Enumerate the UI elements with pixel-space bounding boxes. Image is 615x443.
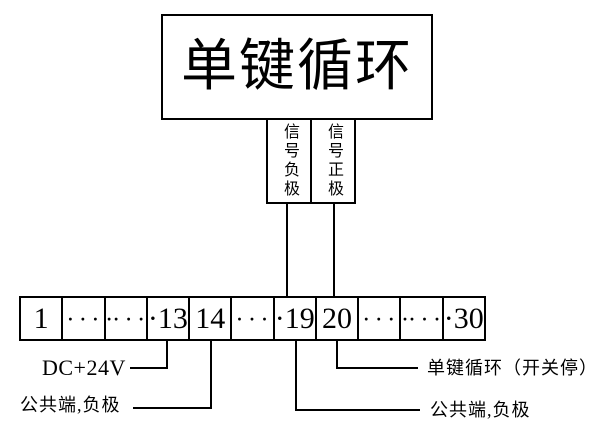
terminal-strip: 1 · · · ·· · · ·13 14 · · · ·19 20 · · ·…	[19, 296, 486, 341]
label-single-key-cycle: 单键循环（开关停）	[427, 358, 598, 378]
label-dc-24v: DC+24V	[42, 355, 126, 380]
wire-terminal-14-vertical	[210, 341, 212, 409]
title-label: 单键循环	[181, 36, 413, 98]
wire-terminal-20-vertical	[336, 341, 338, 369]
terminal-cell-dots: ·· · ·	[103, 298, 146, 339]
terminal-cell-20: 20	[314, 298, 357, 339]
wire-terminal-19-vertical	[295, 341, 297, 411]
wire-terminal-13-vertical	[166, 341, 168, 369]
wire-signal-positive	[333, 204, 335, 298]
terminal-cell-14: 14	[188, 298, 230, 339]
wire-terminal-20-horizontal	[336, 367, 418, 369]
terminal-cell-19: ·19	[272, 298, 315, 339]
signal-positive-label: 信号正极	[325, 123, 342, 199]
terminal-cell-1: 1	[33, 301, 49, 335]
signal-boxes: 信号负极 信号正极	[266, 118, 356, 204]
terminal-cell-dots: · · ·	[357, 298, 399, 339]
wire-signal-negative	[286, 204, 288, 298]
wire-terminal-13-horizontal	[130, 367, 168, 369]
terminal-cell-30: ·30	[441, 298, 484, 339]
signal-positive-box: 信号正极	[310, 118, 356, 204]
title-box: 单键循环	[161, 14, 433, 120]
signal-negative-label: 信号负极	[281, 123, 298, 199]
terminal-cell-dots: · · ·	[61, 298, 103, 339]
label-common-negative-left: 公共端,负极	[20, 395, 121, 415]
wire-terminal-14-horizontal	[133, 407, 212, 409]
label-common-negative-right: 公共端,负极	[430, 400, 531, 420]
wire-terminal-19-horizontal	[295, 409, 420, 411]
signal-negative-box: 信号负极	[266, 118, 312, 204]
terminal-cell-dots: · · ·	[230, 298, 272, 339]
terminal-cell-13: ·13	[145, 298, 188, 339]
terminal-cell-dots: ·· · ·	[399, 298, 441, 339]
